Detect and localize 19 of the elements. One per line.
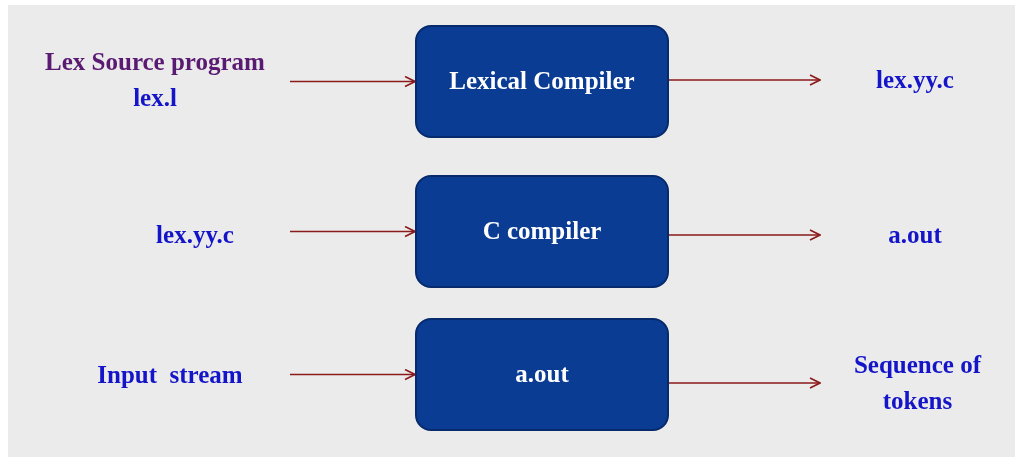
process-label: C compiler (482, 216, 602, 247)
arrow (668, 377, 821, 389)
io-label: Sequence of tokens (852, 349, 983, 416)
arrow (289, 225, 416, 238)
io-label: a.out (888, 219, 942, 250)
process-box (415, 175, 669, 288)
arrow (289, 75, 416, 88)
io-label: Lex Source program (45, 46, 265, 77)
io-label: lex.yy.c (156, 219, 234, 250)
process-label: Lexical Compiler (449, 66, 635, 97)
arrow (289, 368, 416, 381)
io-label: lex.yy.c (876, 64, 954, 95)
arrow (668, 74, 821, 86)
io-label: Input stream (97, 359, 243, 390)
process-label: a.out (515, 359, 569, 390)
process-box (415, 318, 669, 431)
process-box (415, 25, 669, 138)
io-label: lex.l (133, 83, 177, 113)
arrow (668, 229, 821, 241)
